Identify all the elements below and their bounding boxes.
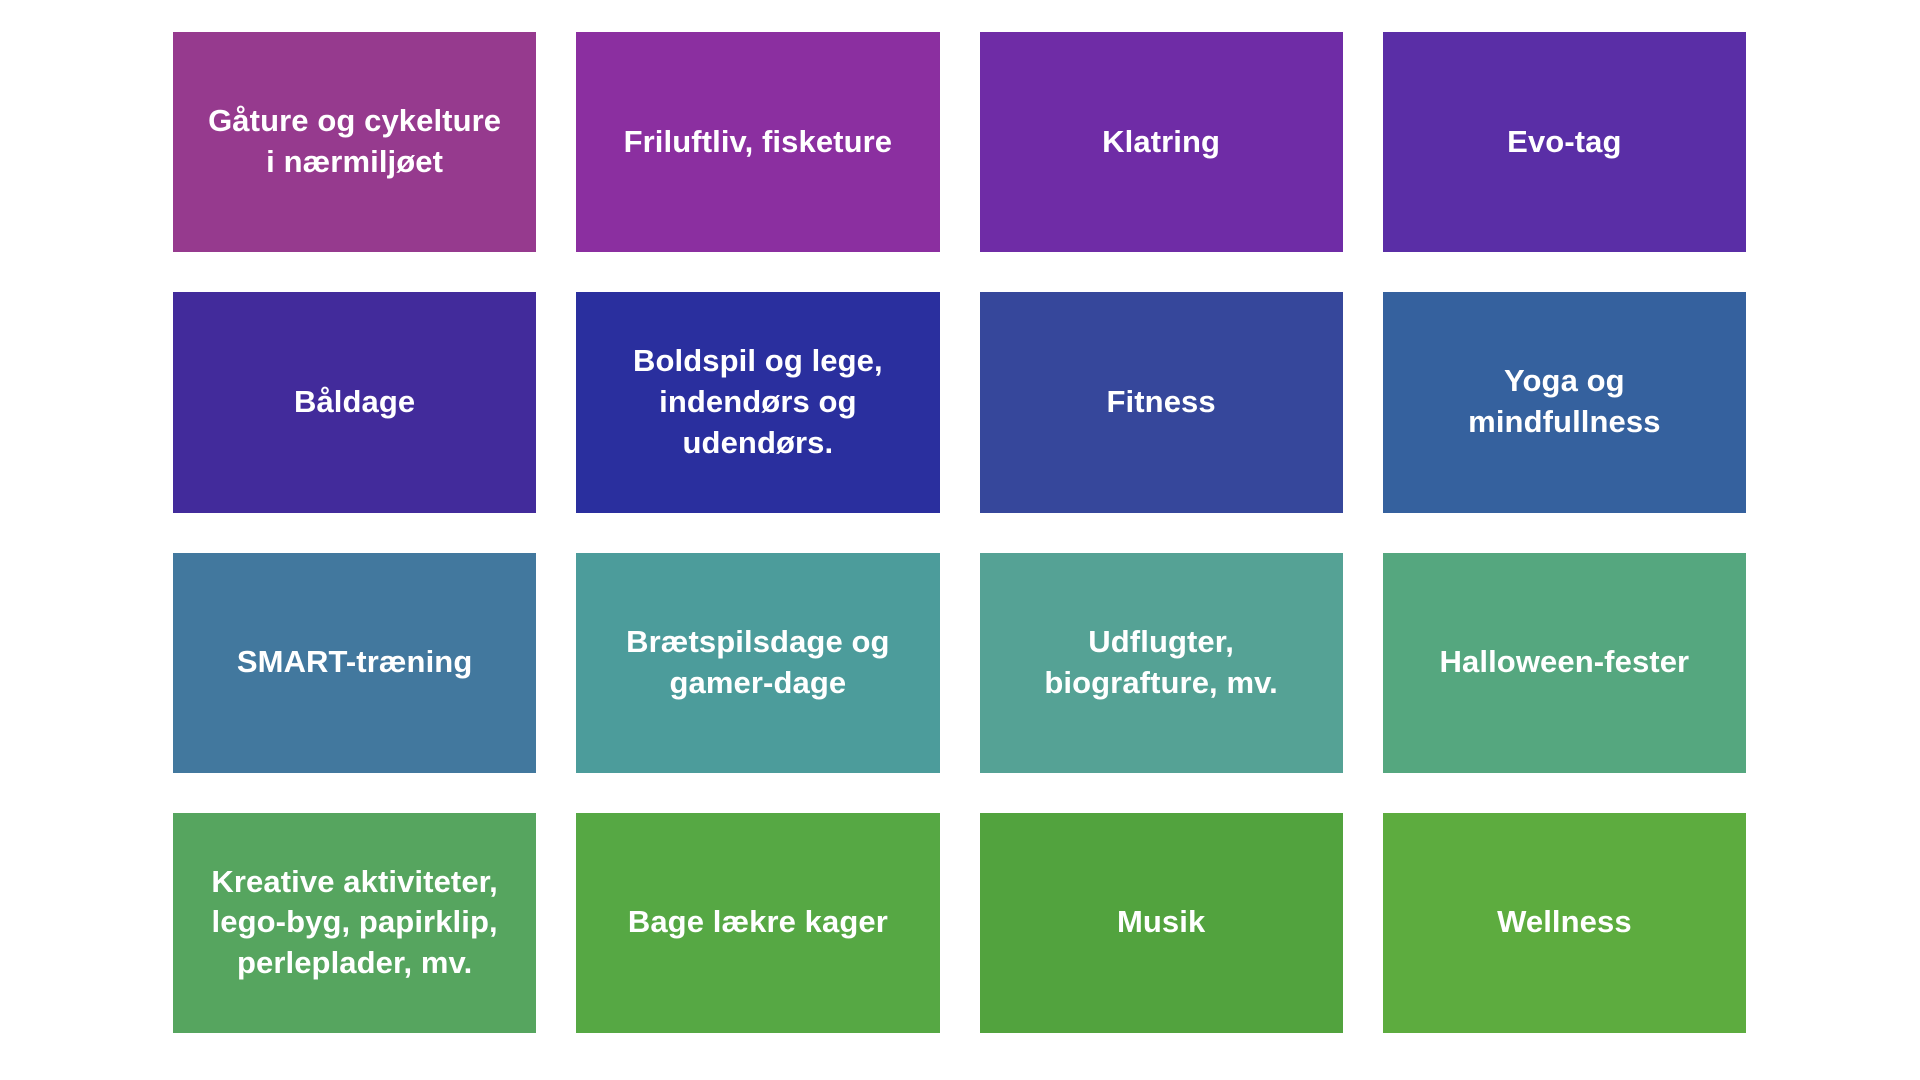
tile-label: Evo-tag: [1507, 123, 1622, 159]
tile-ball-games[interactable]: Boldspil og lege, indendørs og udendørs.: [576, 292, 940, 513]
tile-label: Friluftliv, fisketure: [623, 123, 893, 159]
tile-evo-tag[interactable]: Evo-tag: [1382, 32, 1746, 253]
tile-label: Musik: [1116, 904, 1206, 940]
tile-label: Udflugter, biografture, mv.: [1044, 623, 1278, 700]
tile-board-gamer-days[interactable]: Brætspilsdage og gamer-dage: [576, 552, 940, 773]
tile-creative-activities[interactable]: Kreative aktiviteter, lego-byg, papirkli…: [173, 812, 537, 1033]
tile-label: SMART-træning: [236, 644, 473, 680]
tile-excursions-cinema[interactable]: Udflugter, biografture, mv.: [979, 552, 1343, 773]
tile-halloween-parties[interactable]: Halloween-fester: [1382, 552, 1746, 773]
tile-yoga-mindfulness[interactable]: Yoga og mindfullness: [1382, 292, 1746, 513]
tile-climbing[interactable]: Klatring: [979, 32, 1343, 253]
tile-label: Halloween-fester: [1439, 644, 1690, 680]
activity-tile-grid: Gåture og cykelture i nærmiljøet Friluft…: [173, 32, 1746, 1033]
tile-label: Yoga og mindfullness: [1468, 363, 1661, 440]
tile-label: Gåture og cykelture i nærmiljøet: [208, 103, 502, 180]
tile-wellness[interactable]: Wellness: [1382, 812, 1746, 1033]
tile-label: Klatring: [1102, 123, 1221, 159]
tile-label: Båldage: [293, 383, 416, 419]
tile-walking-cycling[interactable]: Gåture og cykelture i nærmiljøet: [173, 32, 537, 253]
tile-label: Fitness: [1106, 383, 1216, 419]
tile-label: Brætspilsdage og gamer-dage: [626, 623, 890, 700]
tile-smart-training[interactable]: SMART-træning: [173, 552, 537, 773]
tile-label: Bage lækre kager: [627, 904, 888, 940]
tile-label: Wellness: [1497, 904, 1632, 940]
tile-bonfire-days[interactable]: Båldage: [173, 292, 537, 513]
tile-fitness[interactable]: Fitness: [979, 292, 1343, 513]
tile-baking-cakes[interactable]: Bage lækre kager: [576, 812, 940, 1033]
tile-label: Kreative aktiviteter, lego-byg, papirkli…: [211, 863, 498, 981]
tile-label: Boldspil og lege, indendørs og udendørs.: [633, 343, 883, 460]
tile-music[interactable]: Musik: [979, 812, 1343, 1033]
tile-outdoor-fishing[interactable]: Friluftliv, fisketure: [576, 32, 940, 253]
